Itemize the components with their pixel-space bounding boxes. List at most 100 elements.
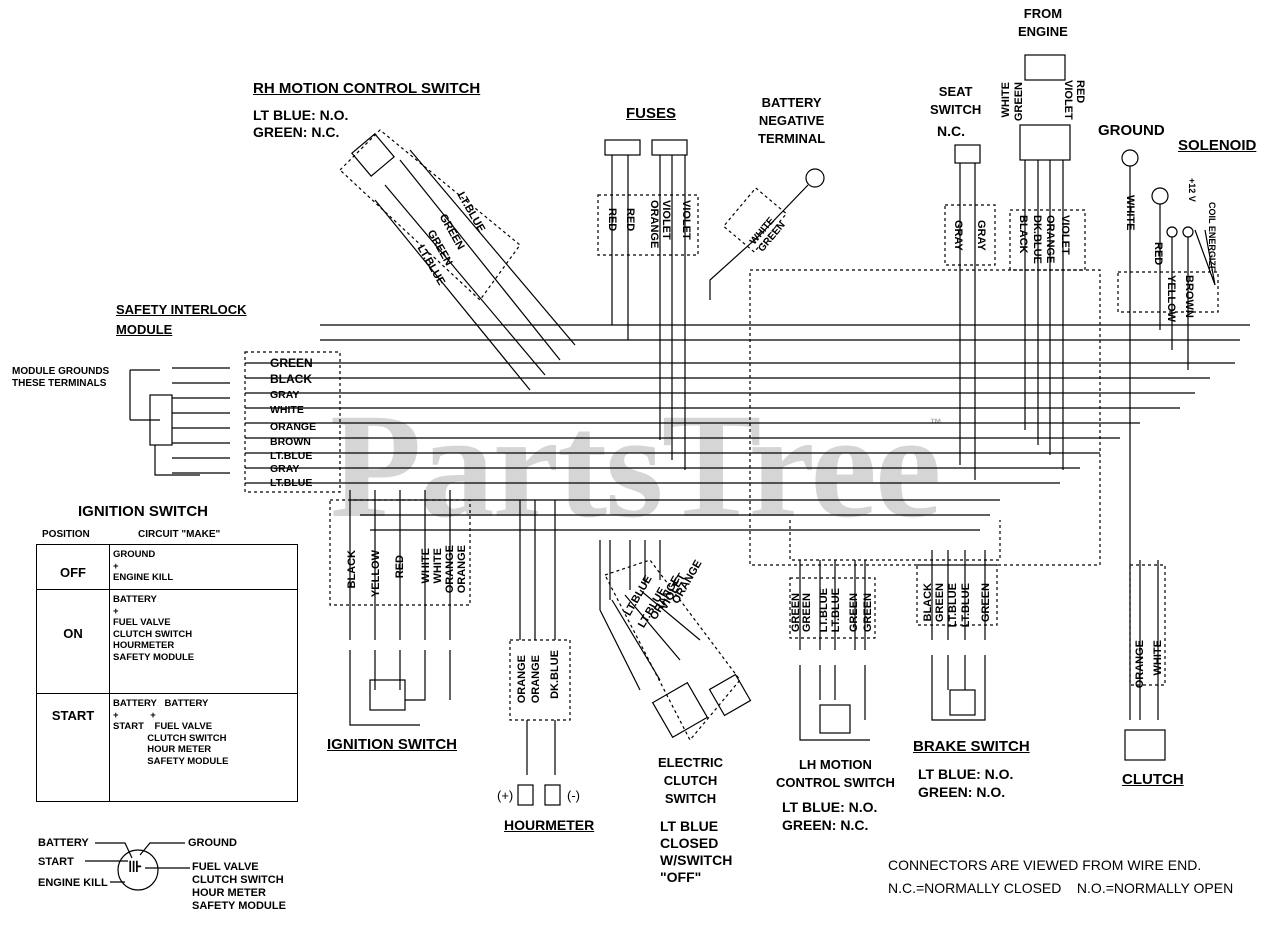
engine-wire-label: ORANGE [1044, 215, 1056, 264]
hourmeter-plus: (+) [497, 788, 514, 803]
lh-wire-label: GREEN [862, 593, 874, 633]
lh-wire-label: LT.BLUE [830, 588, 842, 633]
from-engine-title: FROM ENGINE [1018, 6, 1068, 39]
brake-wire-label: BLACK [922, 583, 934, 622]
module-grounds-note: MODULE GROUNDS THESE TERMINALS [12, 366, 110, 389]
watermark: PartsTree [330, 383, 941, 549]
position-header: POSITION [42, 529, 90, 540]
solenoid-title: SOLENOID [1178, 137, 1257, 154]
rh-switch-nc: GREEN: N.C. [253, 124, 340, 140]
ground-wire-label: WHITE [1124, 195, 1136, 231]
ignition-wire-label: YELLOW [370, 550, 382, 598]
table-row: ON BATTERY + FUEL VALVE CLUTCH SWITCH HO… [37, 589, 297, 690]
lh-switch-no: LT BLUE: N.O. [782, 799, 878, 815]
plus12-label: +12 V [1187, 178, 1197, 202]
circuit-header: CIRCUIT "MAKE" [138, 529, 221, 540]
engine-top-wire: WHITE [1000, 82, 1012, 118]
fuses-title: FUSES [626, 105, 677, 122]
brake-wire-label: GREEN [934, 583, 946, 623]
key-switch-icon: ⊪ [128, 859, 143, 876]
rh-switch-title: RH MOTION CONTROL SWITCH [253, 80, 481, 97]
key-start: START [38, 856, 74, 868]
electric-clutch-title: ELECTRIC CLUTCH SWITCH [658, 755, 723, 806]
ignition-wire-label: WHITE [420, 548, 432, 584]
lh-wire-label: LT.BLUE [818, 588, 830, 633]
lh-wire-label: GREEN [848, 593, 860, 633]
brake-switch-title: BRAKE SWITCH [913, 738, 1030, 755]
solenoid-wire-label: BROWN [1183, 275, 1195, 318]
connector-note: CONNECTORS ARE VIEWED FROM WIRE END. [888, 857, 1202, 873]
seat-wire-label: GRAY [975, 220, 987, 251]
fuse-wire-label: VIOLET [680, 200, 692, 240]
seat-switch-title: SEAT SWITCH [930, 84, 982, 117]
module-wire-label: BLACK [270, 372, 312, 386]
ignition-table: OFF GROUND + ENGINE KILL ON BATTERY + FU… [36, 544, 298, 802]
brake-switch-no: LT BLUE: N.O. [918, 766, 1014, 782]
solenoid-wire-label: YELLOW [1165, 275, 1177, 323]
clutch-wire-label: WHITE [1152, 640, 1164, 676]
circuit-cell: BATTERY + FUEL VALVE CLUTCH SWITCH HOURM… [113, 594, 195, 663]
clutch-title: CLUTCH [1122, 771, 1184, 788]
module-wire-label: WHITE [270, 404, 304, 416]
table-row: OFF GROUND + ENGINE KILL [37, 545, 297, 589]
brake-wire-label: LT.BLUE [947, 583, 959, 628]
lh-switch-nc: GREEN: N.C. [782, 817, 869, 833]
module-wire-label: LT.BLUE [270, 450, 313, 462]
ignition-wire-label: WHITE [432, 548, 444, 584]
circuit-cell: GROUND + ENGINE KILL [113, 549, 174, 583]
rh-switch-no: LT BLUE: N.O. [253, 107, 349, 123]
key-ground: GROUND [188, 837, 237, 849]
engine-top-wire: VIOLET [1062, 80, 1074, 120]
hourmeter-wire-label: ORANGE [530, 655, 542, 704]
engine-wire-label: BLACK [1017, 215, 1029, 254]
lh-switch-title: LH MOTION CONTROL SWITCH [776, 757, 895, 790]
module-wire-label: ORANGE [270, 421, 317, 433]
hourmeter-wire-label: ORANGE [516, 655, 528, 704]
solenoid-wire-label: RED [1152, 242, 1164, 266]
fuse-wire-label: RED [624, 208, 636, 232]
brake-switch-nc: GREEN: N.O. [918, 784, 1006, 800]
position-cell: OFF [60, 565, 86, 580]
key-battery: BATTERY [38, 837, 89, 849]
module-wire-label: GRAY [270, 463, 300, 475]
abbrev-note: N.C.=NORMALLY CLOSED N.O.=NORMALLY OPEN [888, 880, 1234, 896]
engine-wire-label: VIOLET [1059, 215, 1071, 255]
module-wire-label: GREEN [270, 356, 313, 370]
engine-top-wire: GREEN [1013, 82, 1025, 122]
brake-wire-label: GREEN [980, 583, 992, 623]
module-wire-label: BROWN [270, 436, 311, 448]
safety-module-title: SAFETY INTERLOCK MODULE [116, 302, 247, 337]
table-divider [109, 545, 110, 801]
engine-wire-label: DK.BLUE [1031, 215, 1043, 264]
position-cell: ON [63, 626, 83, 641]
module-wire-label: LT.BLUE [270, 477, 313, 489]
key-right-list: FUEL VALVE CLUTCH SWITCH HOUR METER SAFE… [192, 861, 286, 912]
ground-title: GROUND [1098, 122, 1165, 139]
brake-wire-label: LT.BLUE [960, 583, 972, 628]
module-wire-label: GRAY [270, 389, 300, 401]
hourmeter-wire-label: DK.BLUE [549, 650, 561, 699]
hourmeter-title: HOURMETER [504, 817, 595, 833]
battery-negative-title: BATTERY NEGATIVE TERMINAL [758, 95, 826, 146]
circuit-cell: BATTERY BATTERY + + START FUEL VALVE CLU… [113, 698, 229, 767]
ignition-wire-label: ORANGE [444, 545, 456, 594]
ignition-table-title: IGNITION SWITCH [78, 503, 208, 520]
position-cell: START [51, 708, 95, 723]
key-engine-kill: ENGINE KILL [38, 877, 108, 889]
hourmeter-minus: (-) [567, 788, 580, 803]
fuse-wire-label: VIOLET ORANGE [648, 200, 672, 249]
engine-top-wire: RED [1074, 80, 1086, 104]
table-row: START BATTERY BATTERY + + START FUEL VAL… [37, 693, 297, 794]
clutch-switch-note: LT BLUE CLOSED W/SWITCH "OFF" [660, 818, 733, 885]
ignition-switch-title: IGNITION SWITCH [327, 736, 457, 753]
ignition-wire-label: ORANGE [456, 545, 468, 594]
clutch-wire-label: ORANGE [1134, 640, 1146, 689]
ignition-wire-label: RED [394, 555, 406, 579]
seat-switch-nc: N.C. [937, 123, 965, 139]
coil-energize-label: COIL ENERGIZE [1207, 202, 1217, 272]
lh-wire-label: GREEN [801, 593, 813, 633]
ignition-wire-label: BLACK [346, 550, 358, 589]
fuse-wire-label: RED [606, 208, 618, 232]
